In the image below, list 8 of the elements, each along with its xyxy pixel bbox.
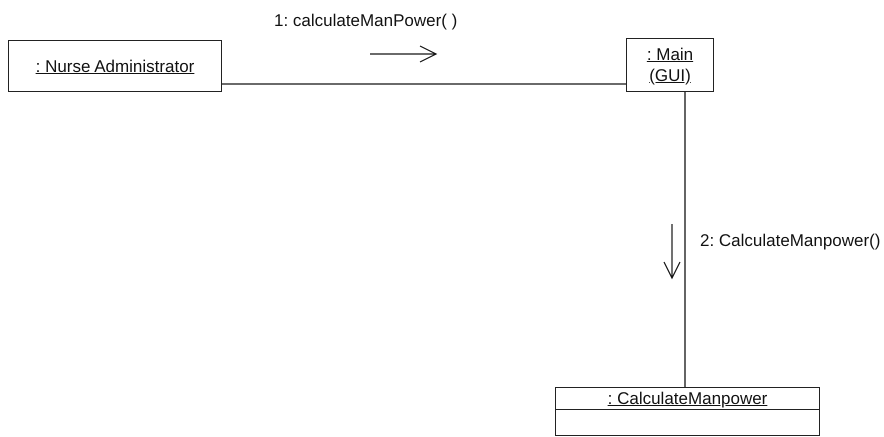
connector-line [222, 83, 626, 85]
object-box [555, 387, 820, 436]
object-name: : Nurse Administrator [34, 56, 196, 76]
object-name: : Main (GUI) [646, 44, 694, 86]
object-box [626, 38, 714, 92]
object-box [8, 40, 222, 92]
object-name: : CalculateManpower [608, 388, 768, 409]
connector-line [684, 92, 686, 387]
